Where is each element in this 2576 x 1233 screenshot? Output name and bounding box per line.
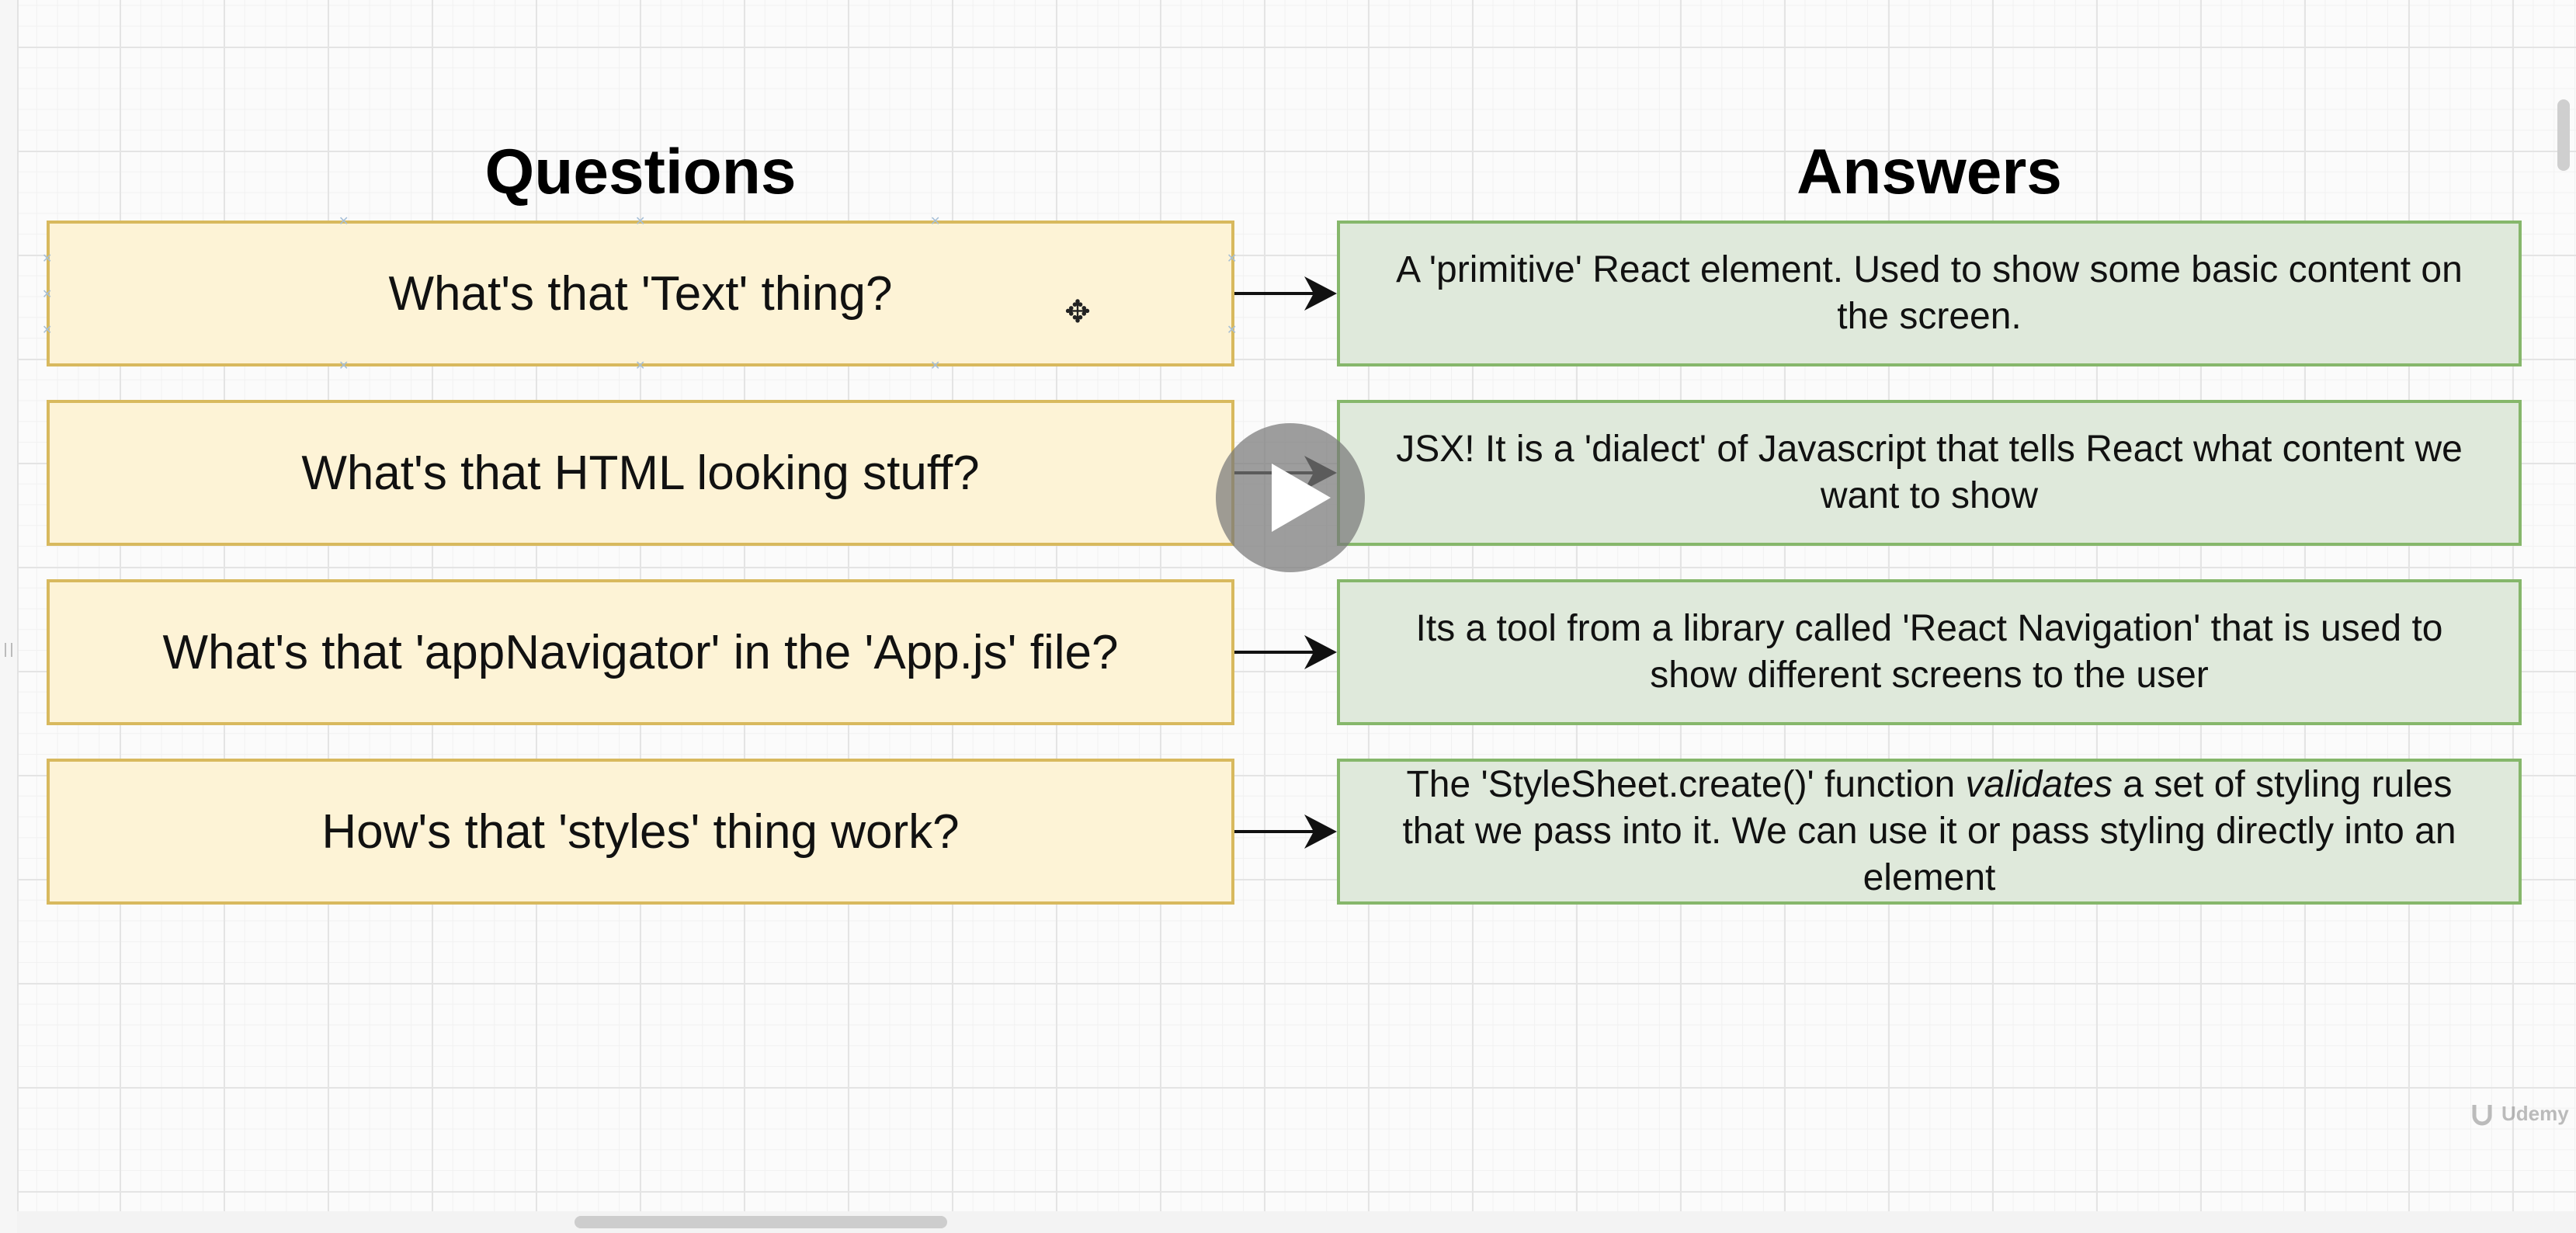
answer-segment: The 'StyleSheet.create()' function (1406, 764, 1966, 805)
selection-handle[interactable]: ✕ (635, 215, 646, 228)
selection-handle[interactable]: ✕ (338, 359, 349, 373)
selection-handle[interactable]: ✕ (42, 324, 53, 337)
question-box-html-stuff[interactable]: What's that HTML looking stuff? (47, 400, 1234, 546)
question-box-styles[interactable]: How's that 'styles' thing work? (47, 759, 1234, 905)
answer-line: want to show (1820, 475, 2039, 516)
answer-emphasis: validates (1965, 764, 2113, 805)
answer-line: JSX! It is a 'dialect' of Javascript tha… (1396, 429, 2463, 470)
horizontal-scrollbar-track (17, 1211, 2576, 1233)
arrowhead-1 (1304, 276, 1337, 311)
question-label: What's that 'Text' thing? (388, 266, 893, 321)
answer-box-app-navigator[interactable]: Its a tool from a library called 'React … (1337, 579, 2522, 725)
answer-box-html-stuff[interactable]: JSX! It is a 'dialect' of Javascript tha… (1337, 400, 2522, 546)
panel-resize-handle[interactable] (5, 643, 12, 657)
selection-handle[interactable]: ✕ (930, 215, 941, 228)
question-box-text-thing[interactable]: What's that 'Text' thing? (47, 221, 1234, 366)
answer-text: The 'StyleSheet.create()' function valid… (1402, 762, 2456, 901)
arrowhead-4 (1304, 814, 1337, 849)
question-label: How's that 'styles' thing work? (321, 804, 960, 859)
selection-handle[interactable]: ✕ (338, 215, 349, 228)
selection-handle[interactable]: ✕ (1227, 252, 1238, 266)
selection-handle[interactable]: ✕ (42, 252, 53, 266)
question-box-app-navigator[interactable]: What's that 'appNavigator' in the 'App.j… (47, 579, 1234, 725)
watermark-text: Udemy (2501, 1101, 2569, 1125)
left-panel-gutter (0, 0, 19, 1233)
answer-line: Its a tool from a library called 'React … (1415, 608, 2443, 649)
video-play-button[interactable] (1216, 423, 1365, 572)
move-cursor-icon: ✥ (1064, 295, 1091, 329)
answer-box-styles[interactable]: The 'StyleSheet.create()' function valid… (1337, 759, 2522, 905)
answer-line: element (1863, 857, 1996, 898)
question-label: What's that 'appNavigator' in the 'App.j… (162, 625, 1119, 679)
answer-line: the screen. (1837, 296, 2022, 337)
answer-box-text-thing[interactable]: A 'primitive' React element. Used to sho… (1337, 221, 2522, 366)
horizontal-scrollbar[interactable] (575, 1216, 947, 1228)
udemy-watermark: Udemy (2469, 1098, 2570, 1129)
answer-segment: a set of styling rules (2112, 764, 2453, 805)
arrowhead-3 (1304, 635, 1337, 669)
answer-line-1: The 'StyleSheet.create()' function valid… (1402, 762, 2456, 808)
answers-heading: Answers (1797, 137, 2062, 207)
selection-handle[interactable]: ✕ (930, 359, 941, 373)
selection-handle[interactable]: ✕ (42, 288, 53, 301)
answer-text: Its a tool from a library called 'React … (1416, 606, 2443, 699)
answer-line: A 'primitive' React element. Used to sho… (1396, 249, 2463, 290)
vertical-scrollbar[interactable] (2557, 99, 2570, 171)
answer-text: A 'primitive' React element. Used to sho… (1396, 247, 2463, 340)
answer-line: that we pass into it. We can use it or p… (1402, 811, 2456, 852)
answer-text: JSX! It is a 'dialect' of Javascript tha… (1396, 426, 2463, 519)
question-label: What's that HTML looking stuff? (301, 446, 980, 500)
udemy-logo-icon (2472, 1105, 2492, 1126)
answer-line: show different screens to the user (1650, 655, 2209, 696)
questions-heading: Questions (484, 137, 797, 207)
selection-handle[interactable]: ✕ (635, 359, 646, 373)
selection-handle[interactable]: ✕ (1227, 324, 1238, 337)
